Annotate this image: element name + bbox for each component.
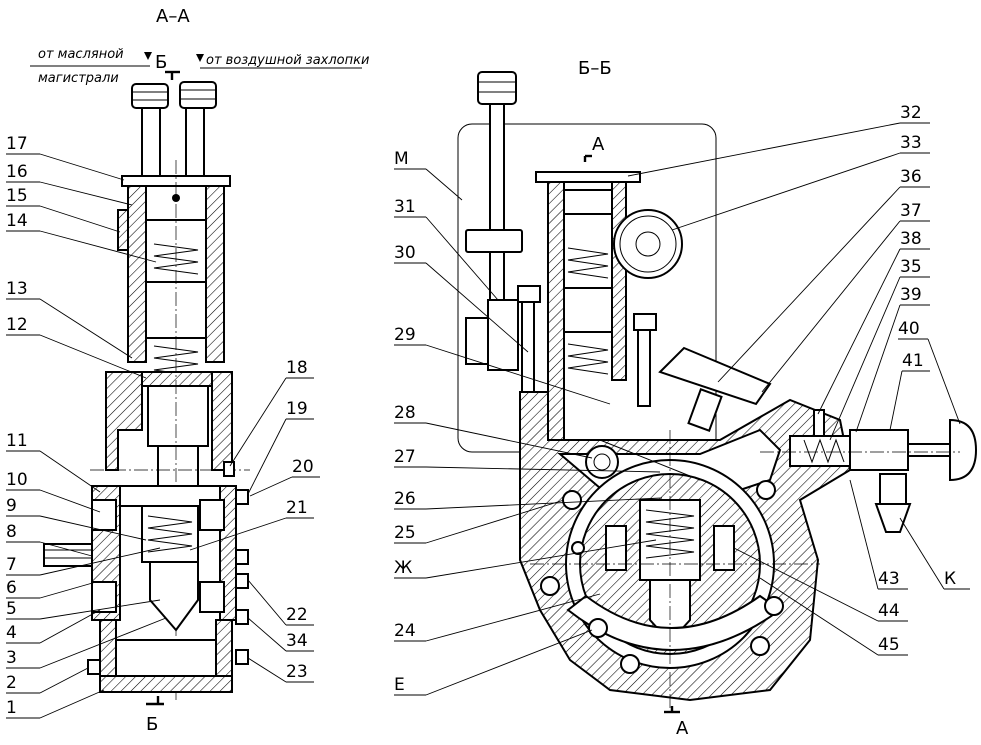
note-oil-line-1: от масляной — [38, 47, 124, 62]
label-41: 41 — [902, 351, 924, 371]
label-10: 10 — [6, 470, 28, 490]
label-15: 15 — [6, 186, 28, 206]
label-32: 32 — [900, 103, 922, 123]
label-29: 29 — [394, 325, 416, 345]
label-19: 19 — [286, 399, 308, 419]
label-39: 39 — [900, 285, 922, 305]
callouts-left: 17 16 15 14 13 12 11 10 9 8 7 6 5 4 3 2 … — [6, 134, 167, 719]
label-34: 34 — [286, 631, 308, 651]
label-17: 17 — [6, 134, 28, 154]
label-35: 35 — [900, 257, 922, 277]
label-45: 45 — [878, 635, 900, 655]
note-oil-line-2: магистрали — [38, 71, 119, 86]
label-4: 4 — [6, 623, 17, 643]
label-3: 3 — [6, 648, 17, 668]
note-air-damper: от воздушной захлопки — [206, 53, 369, 68]
label-33: 33 — [900, 133, 922, 153]
cut-mark-b-top: Б — [155, 52, 167, 73]
label-28: 28 — [394, 403, 416, 423]
label-23: 23 — [286, 662, 308, 682]
label-30: 30 — [394, 243, 416, 263]
label-7: 7 — [6, 555, 17, 575]
label-26: 26 — [394, 489, 416, 509]
label-12: 12 — [6, 315, 28, 335]
label-k: К — [944, 569, 956, 589]
label-43: 43 — [878, 569, 900, 589]
label-e: Е — [394, 675, 405, 695]
label-1: 1 — [6, 698, 17, 718]
callouts-right-left: М 31 30 29 28 27 26 25 Ж 24 Е — [394, 149, 663, 696]
section-title-b-b: Б–Б — [578, 58, 612, 79]
label-18: 18 — [286, 358, 308, 378]
label-zh: Ж — [394, 558, 412, 578]
label-11: 11 — [6, 431, 28, 451]
label-27: 27 — [394, 447, 416, 467]
cut-mark-a-bottom: А — [676, 718, 689, 739]
label-31: 31 — [394, 197, 416, 217]
label-16: 16 — [6, 162, 28, 182]
cut-mark-b-bottom: Б — [146, 714, 158, 735]
section-title-a-a: А–А — [156, 6, 190, 27]
label-44: 44 — [878, 601, 900, 621]
label-22: 22 — [286, 605, 308, 625]
cut-mark-a-top: А — [592, 134, 605, 155]
label-8: 8 — [6, 522, 17, 542]
label-21: 21 — [286, 498, 308, 518]
section-b-b-view: А — [457, 71, 978, 739]
label-25: 25 — [394, 523, 416, 543]
label-2: 2 — [6, 673, 17, 693]
label-37: 37 — [900, 201, 922, 221]
label-24: 24 — [394, 621, 416, 641]
label-40: 40 — [898, 319, 920, 339]
label-6: 6 — [6, 578, 17, 598]
label-5: 5 — [6, 599, 17, 619]
label-20: 20 — [292, 457, 314, 477]
label-38: 38 — [900, 229, 922, 249]
label-13: 13 — [6, 279, 28, 299]
callouts-left-right: 18 19 20 21 22 34 23 — [189, 358, 320, 683]
inlet-notes: от масляной магистрали от воздушной захл… — [30, 47, 369, 86]
label-9: 9 — [6, 496, 17, 516]
label-36: 36 — [900, 167, 922, 187]
section-a-a-view: Б — [43, 81, 250, 735]
callouts-right-right: 32 33 36 37 38 35 39 40 41 43 К 44 45 — [627, 103, 970, 656]
label-14: 14 — [6, 211, 28, 231]
label-m: М — [394, 149, 409, 169]
